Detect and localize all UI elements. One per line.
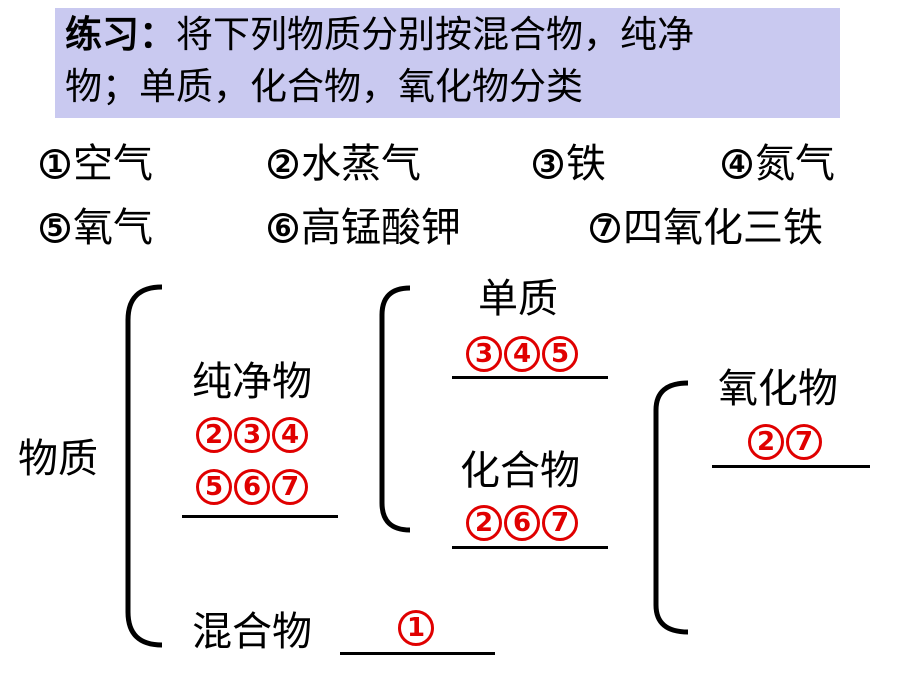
- substance-item-5: 5 氧气: [40, 204, 153, 252]
- answer-number: 3: [466, 336, 502, 372]
- item-name: 氧气: [73, 205, 153, 251]
- title-text-1: 将下列物质分别按混合物，纯净: [176, 13, 694, 56]
- substance-item-3: 3 铁: [533, 140, 606, 188]
- item-number: 7: [590, 213, 620, 243]
- item-name: 铁: [566, 141, 606, 187]
- answer-number: 2: [748, 424, 784, 460]
- substance-item-2: 2 水蒸气: [268, 140, 421, 188]
- pure-answer-row-1: 2 3 4: [196, 417, 308, 453]
- answer-number: 4: [504, 336, 540, 372]
- answer-number: 7: [542, 505, 578, 541]
- answer-number: 6: [504, 505, 540, 541]
- answer-number: 7: [272, 469, 308, 505]
- answer-number: 3: [234, 417, 270, 453]
- title-line-1: 练习：将下列物质分别按混合物，纯净: [65, 12, 694, 58]
- item-number: 6: [268, 213, 298, 243]
- pure-answer-row-2: 5 6 7: [196, 469, 308, 505]
- item-name: 高锰酸钾: [301, 205, 461, 251]
- element-answer: 3 4 5: [466, 336, 578, 372]
- element-label: 单质: [478, 276, 558, 322]
- compound-label: 化合物: [460, 448, 580, 494]
- pure-label: 纯净物: [192, 359, 312, 405]
- root-bracket: [125, 284, 163, 648]
- answer-number: 5: [196, 469, 232, 505]
- answer-number: 6: [234, 469, 270, 505]
- element-answer-line: [452, 376, 608, 379]
- answer-number: 1: [398, 610, 434, 646]
- item-number: 1: [40, 149, 70, 179]
- oxide-answer-line: [712, 465, 870, 468]
- answer-number: 2: [196, 417, 232, 453]
- oxide-answer: 2 7: [748, 424, 822, 460]
- title-label: 练习：: [65, 13, 176, 56]
- mixture-answer: 1: [398, 610, 434, 646]
- compound-answer: 2 6 7: [466, 505, 578, 541]
- oxide-label: 氧化物: [718, 366, 838, 412]
- pure-bracket: [379, 285, 411, 533]
- compound-bracket: [653, 380, 689, 635]
- title-line-2: 物；单质，化合物，氧化物分类: [65, 65, 583, 108]
- answer-number: 7: [786, 424, 822, 460]
- pure-answer-line: [182, 515, 338, 518]
- substance-item-6: 6 高锰酸钾: [268, 204, 461, 252]
- answer-number: 4: [272, 417, 308, 453]
- substance-item-1: 1 空气: [40, 140, 153, 188]
- title-box: [55, 8, 840, 118]
- item-number: 5: [40, 213, 70, 243]
- mixture-answer-line: [340, 652, 495, 655]
- item-number: 2: [268, 149, 298, 179]
- answer-number: 2: [466, 505, 502, 541]
- item-name: 四氧化三铁: [623, 205, 823, 251]
- mixture-label: 混合物: [192, 609, 312, 655]
- substance-item-7: 7 四氧化三铁: [590, 204, 823, 252]
- item-name: 氮气: [755, 141, 835, 187]
- answer-number: 5: [542, 336, 578, 372]
- item-name: 水蒸气: [301, 141, 421, 187]
- item-name: 空气: [73, 141, 153, 187]
- root-label: 物质: [18, 436, 98, 482]
- item-number: 3: [533, 149, 563, 179]
- compound-answer-line: [452, 546, 608, 549]
- substance-item-4: 4 氮气: [722, 140, 835, 188]
- item-number: 4: [722, 149, 752, 179]
